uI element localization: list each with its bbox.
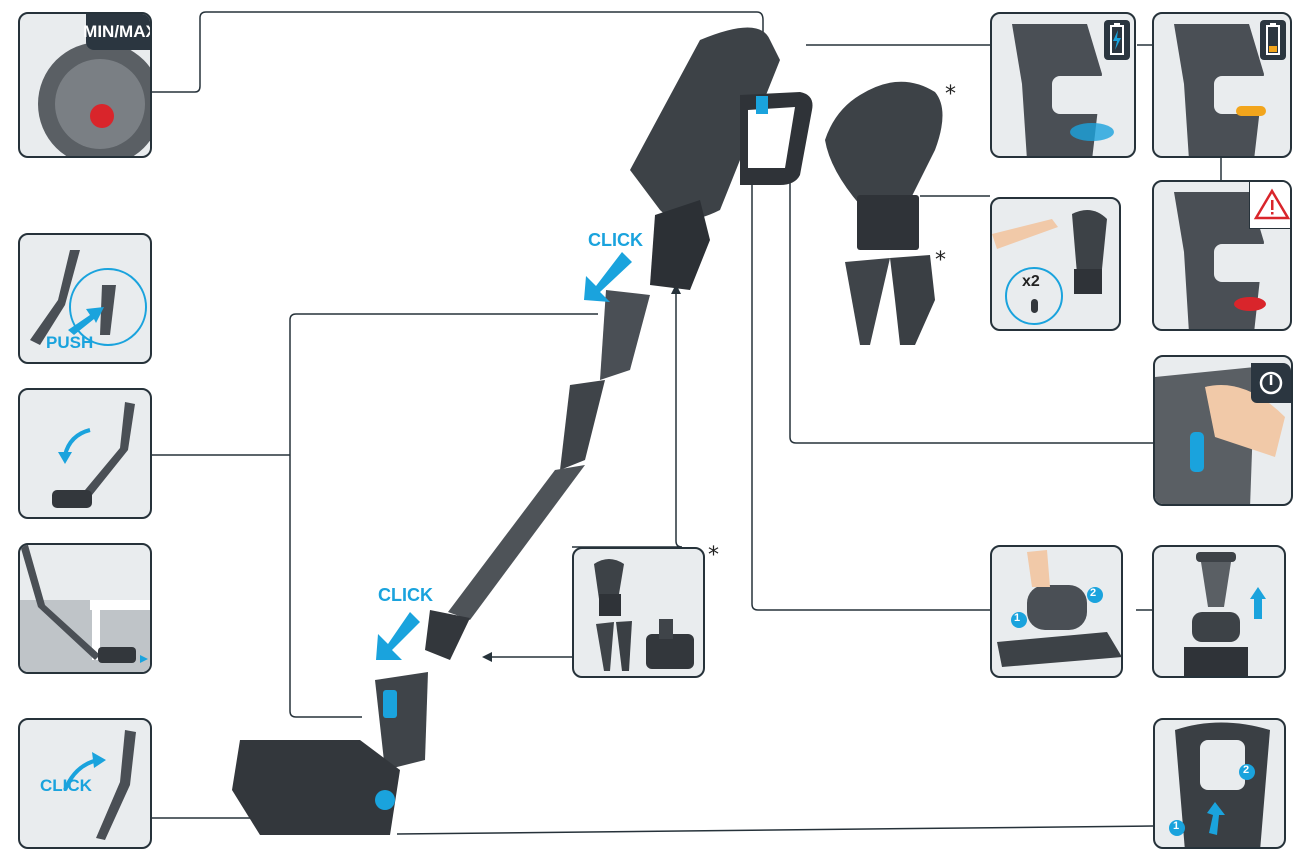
click-label-bottom: CLICK xyxy=(40,776,92,795)
min-max-tag: MIN/MAX xyxy=(83,14,150,50)
panel-nozzle-release: 1 2 xyxy=(1153,718,1286,849)
panel-power xyxy=(1153,355,1293,506)
asterisk-holder: * xyxy=(945,82,956,107)
panel-under-furniture xyxy=(18,543,152,674)
vacuum-tube xyxy=(425,290,650,660)
click-arrow-top xyxy=(584,252,632,302)
accessory-holder xyxy=(825,81,943,250)
asterisk-accessory: * xyxy=(708,543,719,568)
panel-min-max: MIN/MAX xyxy=(18,12,152,158)
panel-battery-low xyxy=(1152,12,1292,158)
step-2b-label: 2 xyxy=(1243,764,1250,776)
push-label: PUSH xyxy=(46,333,94,352)
panel-battery-charging xyxy=(990,12,1136,158)
step-1-label: 1 xyxy=(1014,612,1021,624)
battery-low-icon xyxy=(1260,20,1286,60)
panel-dust-container: 1 2 xyxy=(990,545,1123,678)
arrow-left-head xyxy=(482,652,492,662)
panel-warning xyxy=(1152,180,1292,331)
connector-filter xyxy=(751,140,990,611)
power-icon xyxy=(1251,363,1291,403)
crevice-tool xyxy=(845,255,935,345)
step-1b-label: 1 xyxy=(1173,820,1180,832)
connector-power xyxy=(789,120,1153,444)
panel-filter-remove xyxy=(1152,545,1286,678)
warning-triangle-icon xyxy=(1249,182,1290,229)
panel-click-upright: CLICK xyxy=(18,718,152,849)
asterisk-tool: * xyxy=(935,248,946,273)
battery-charging-icon xyxy=(1104,20,1130,60)
panel-accessories xyxy=(572,547,705,678)
panel-holder-detach: x2 xyxy=(990,197,1121,331)
click-label-top: CLICK xyxy=(588,230,643,250)
click-arrow-mid xyxy=(376,612,420,660)
connector-left xyxy=(289,313,598,718)
vacuum-handle-unit xyxy=(630,27,813,290)
connector-minmax xyxy=(152,11,764,93)
step-2-label: 2 xyxy=(1090,587,1097,599)
connector-bottom xyxy=(396,825,1154,835)
panel-push: PUSH xyxy=(18,233,152,364)
panel-tilt xyxy=(18,388,152,519)
click-label-mid: CLICK xyxy=(378,585,433,605)
connector-accessory xyxy=(572,290,683,548)
arrow-up-head xyxy=(671,284,681,294)
vacuum-floor-nozzle xyxy=(232,672,428,835)
x2-label: x2 xyxy=(1022,273,1040,290)
